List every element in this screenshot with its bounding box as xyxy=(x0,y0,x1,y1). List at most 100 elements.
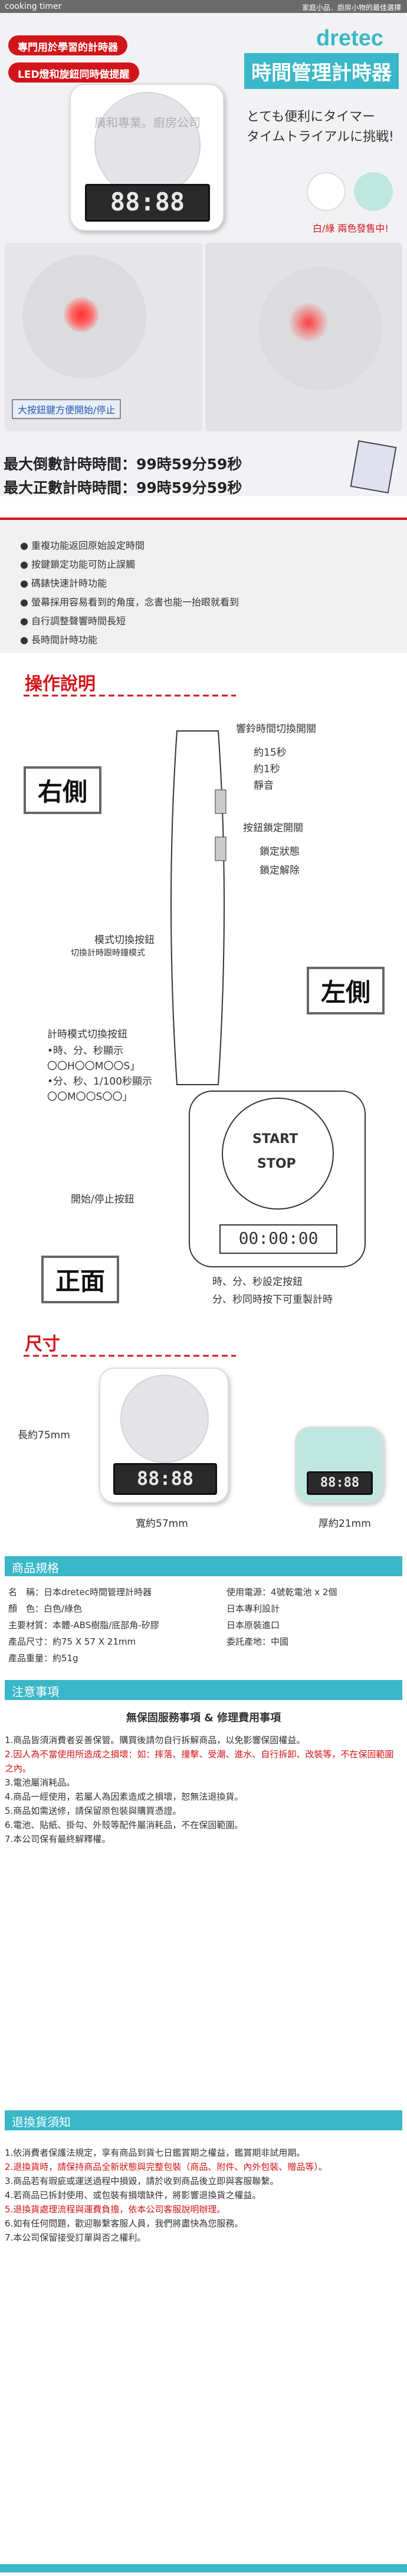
size-height: 長約75mm xyxy=(18,1429,70,1441)
time-set-label-2: 分、秒同時按下可重製計時 xyxy=(212,1294,333,1306)
timer-lcd: 88:88 xyxy=(85,184,210,222)
timer-mode-a2: 〇〇H〇〇M〇〇S」 xyxy=(47,1060,140,1072)
returns-header: 退換貨須知 xyxy=(5,2110,402,2130)
timer-dial xyxy=(94,92,201,198)
size-depth: 厚約21mm xyxy=(319,1518,371,1530)
front-dial xyxy=(222,1098,334,1210)
timer-mode-b: •分、秒、1/100秒顯示 xyxy=(47,1076,153,1088)
brand-logo: dretec xyxy=(316,26,383,51)
feature-item-2: ● 按鍵鎖定功能可防止誤觸 xyxy=(20,559,136,570)
sound-switch-label: 響鈴時間切換開關 xyxy=(236,723,316,735)
notes-item: 6.電池、貼紙、掛勾、外殼等配件屬消耗品，不在保固範圍。 xyxy=(5,1820,244,1830)
spec-countup: 最大正數計時時間：99時59分59秒 xyxy=(4,479,242,496)
returns-item: 3.商品若有瑕疵或運送過程中損毀，請於收到商品後立即與客服聯繫。 xyxy=(5,2176,279,2186)
color-note: 白/綠 兩色發售中! xyxy=(313,223,389,234)
notes-header: 注意事項 xyxy=(5,1680,402,1700)
stop-label: STOP xyxy=(257,1157,296,1171)
lock-on-label: 鎖定狀態 xyxy=(260,846,300,858)
catch-line-1: とても便利にタイマー xyxy=(246,110,376,124)
front-label: 正面 xyxy=(41,1256,120,1303)
sound-opt-3: 靜音 xyxy=(254,780,274,792)
photo-hand-press xyxy=(205,243,402,431)
info-row-3-right: 日本原裝進口 xyxy=(227,1620,280,1630)
info-header: 商品規格 xyxy=(5,1556,402,1576)
time-set-label: 時、分、秒設定按鈕 xyxy=(212,1276,303,1288)
spec-countdown: 最大倒數計時時間：99時59分59秒 xyxy=(4,456,242,473)
lock-switch-label: 按鈕鎖定開關 xyxy=(243,822,303,834)
info-row-4-left: 產品尺寸：約75 X 57 X 21mm xyxy=(8,1636,136,1647)
returns-list: 1.依消費者保護法規定，享有商品到貨七日鑑賞期之權益，鑑賞期非試用期。 2.退換… xyxy=(5,2146,402,2245)
feature-item-3: ● 碼錶快速計時功能 xyxy=(20,578,107,589)
press-glow-icon xyxy=(288,302,329,343)
info-row-2-left: 顏 色：白色/綠色 xyxy=(8,1603,83,1614)
size-underline xyxy=(24,1355,236,1357)
topbar-right-text: 家庭小品．廚房小物的最佳選擇 xyxy=(301,4,401,12)
pill-study-timer: 專門用於學習的計時器 xyxy=(8,35,127,55)
size-dial xyxy=(120,1375,209,1463)
side-profile-drawing xyxy=(170,730,227,1085)
mode-switch-label: 模式切換按鈕 xyxy=(94,934,155,946)
notes-item: 5.商品如需送修，請保留原包裝與購買憑證。 xyxy=(5,1806,182,1816)
footer-bar xyxy=(0,2564,407,2572)
size-timer-white: 88:88 xyxy=(99,1368,229,1503)
front-lcd: 00:00:00 xyxy=(219,1224,337,1254)
notes-subtitle: 無保固服務事項 & 修理費用事項 xyxy=(126,1712,281,1724)
info-row-2-right: 日本專利設計 xyxy=(227,1603,280,1614)
operation-title: 操作說明 xyxy=(25,674,96,694)
start-stop-label: 開始/停止按鈕 xyxy=(71,1194,134,1205)
sound-opt-2: 約1秒 xyxy=(254,763,280,775)
notes-item: 7.本公司保有最終解釋權。 xyxy=(5,1834,111,1844)
mode-desc: 切換計時跟時鐘模式 xyxy=(71,948,145,958)
timer-mode-b2: 〇〇M〇〇S〇〇」 xyxy=(47,1091,133,1103)
returns-item: 2.退換貨時，請保持商品全新狀態與完整包裝（商品、附件、內外包裝、贈品等）。 xyxy=(5,2162,327,2172)
green-lcd: 88:88 xyxy=(307,1471,373,1495)
size-timer-green: 88:88 xyxy=(295,1427,383,1503)
timer-mode-a: •時、分、秒顯示 xyxy=(47,1045,124,1057)
topbar-left-text: cooking timer xyxy=(5,2,62,11)
lock-off-label: 鎖定解除 xyxy=(260,865,300,877)
feature-item-5: ● 自行調整聲響時間長短 xyxy=(20,615,126,627)
timer-product-image: 88:88 xyxy=(70,84,224,231)
feature-item-6: ● 長時間計時功能 xyxy=(20,634,98,645)
notes-item: 2.因人為不當使用所造成之損壞：如：摔落、撞擊、受潮、進水、自行拆卸、改裝等，不… xyxy=(5,1749,394,1774)
timer-mode-label: 計時模式切換按鈕 xyxy=(47,1029,127,1040)
operation-underline xyxy=(24,694,236,697)
notes-item: 1.商品皆須消費者妥善保管。購買後請勿自行拆解商品，以免影響保固權益。 xyxy=(5,1735,306,1745)
top-bar: cooking timer 家庭小品．廚房小物的最佳選擇 xyxy=(0,0,407,13)
color-green-swatch xyxy=(354,172,393,211)
sound-opt-1: 約15秒 xyxy=(254,747,287,759)
watermark: 廣和專業。廚房公司 xyxy=(94,116,201,130)
feature-list: ● 重複功能返回原始設定時間 ● 按鍵鎖定功能可防止誤觸 ● 碼錶快速計時功能 … xyxy=(0,518,407,653)
notebook-icon xyxy=(350,440,397,494)
info-row-4-right: 委託產地：中國 xyxy=(227,1636,289,1647)
start-label: START xyxy=(252,1132,298,1147)
pill-led-knob: LED燈和旋鈕同時做提醒 xyxy=(8,62,139,83)
size-width: 寬約57mm xyxy=(136,1518,188,1530)
catch-copy: とても便利にタイマー タイムトライアルに挑戦! xyxy=(247,107,394,147)
info-row-1-right: 使用電源：4號乾電池 x 2個 xyxy=(227,1587,337,1597)
color-white-swatch xyxy=(307,172,346,211)
notes-item: 4.商品一經使用，若屬人為因素造成之損壞，恕無法退換貨。 xyxy=(5,1791,244,1802)
product-name: 時間管理計時器 xyxy=(244,53,399,89)
left-side-label: 左側 xyxy=(307,967,385,1014)
right-side-label: 右側 xyxy=(24,766,102,814)
returns-item: 1.依消費者保護法規定，享有商品到貨七日鑑賞期之權益，鑑賞期非試用期。 xyxy=(5,2147,306,2158)
front-view-drawing: START STOP 00:00:00 xyxy=(189,1091,366,1267)
led-glow-icon xyxy=(64,297,99,332)
returns-item: 6.如有任何問題，歡迎聯繫客服人員，我們將盡快為您服務。 xyxy=(5,2218,244,2229)
info-row-5-left: 產品重量：約51g xyxy=(8,1653,78,1663)
knob-note: 大按鈕鍵方便開始/停止 xyxy=(12,399,122,419)
returns-item: 7.本公司保留接受訂單與否之權利。 xyxy=(5,2232,146,2243)
hero-section: 專門用於學習的計時器 LED燈和旋鈕同時做提醒 dretec 時間管理計時器 と… xyxy=(0,13,407,496)
catch-line-2: タイムトライアルに挑戦! xyxy=(246,130,394,144)
feature-item-1: ● 重複功能返回原始設定時間 xyxy=(20,540,145,551)
info-row-1-left: 名 稱：日本dretec時間管理計時器 xyxy=(8,1587,152,1597)
feature-item-4: ● 螢幕採用容易看到的角度，念書也能一抬眼就看到 xyxy=(20,597,239,608)
notes-list: 1.商品皆須消費者妥善保管。購買後請勿自行拆解商品，以免影響保固權益。 2.因人… xyxy=(5,1733,402,1846)
info-row-3-left: 主要材質：本體-ABS樹脂/底部角-矽膠 xyxy=(8,1620,159,1630)
returns-item: 4.若商品已拆封使用、或包裝有損壞缺件，將影響退換貨之權益。 xyxy=(5,2190,261,2201)
size-lcd: 88:88 xyxy=(113,1463,217,1495)
notes-item: 3.電池屬消耗品。 xyxy=(5,1777,76,1788)
size-title: 尺寸 xyxy=(25,1334,60,1355)
returns-item: 5.退換貨處理流程與運費負擔，依本公司客服說明辦理。 xyxy=(5,2204,226,2215)
